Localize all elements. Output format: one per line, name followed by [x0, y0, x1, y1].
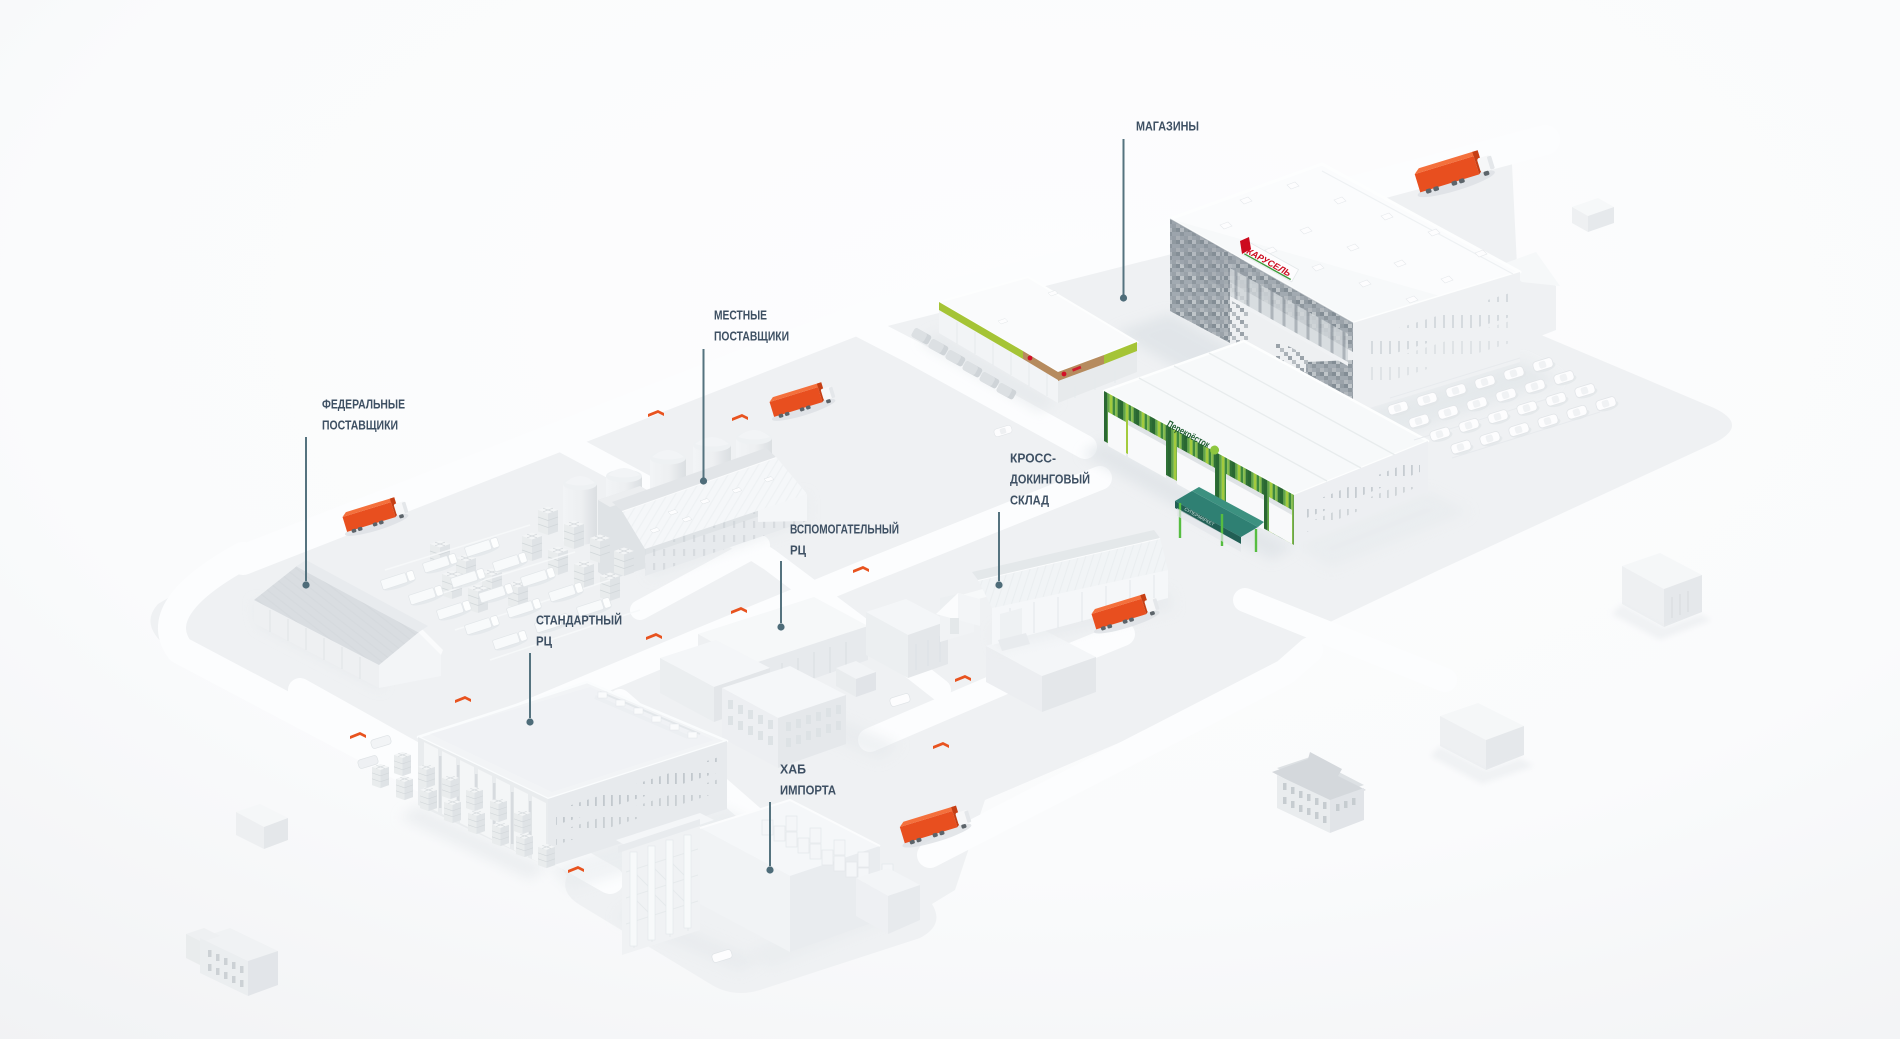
svg-text:ДОКИНГОВЫЙ: ДОКИНГОВЫЙ — [1010, 472, 1090, 487]
svg-text:ИМПОРТА: ИМПОРТА — [780, 784, 836, 798]
svg-text:МАГАЗИНЫ: МАГАЗИНЫ — [1136, 120, 1199, 134]
svg-text:СКЛАД: СКЛАД — [1010, 494, 1049, 508]
svg-text:ПОСТАВЩИКИ: ПОСТАВЩИКИ — [322, 419, 398, 433]
svg-text:СТАНДАРТНЫЙ: СТАНДАРТНЫЙ — [536, 613, 622, 628]
svg-text:ФЕДЕРАЛЬНЫЕ: ФЕДЕРАЛЬНЫЕ — [322, 398, 405, 412]
svg-text:ВСПОМОГАТЕЛЬНЫЙ: ВСПОМОГАТЕЛЬНЫЙ — [790, 522, 899, 537]
svg-text:КРОСС-: КРОСС- — [1010, 452, 1056, 466]
svg-text:ПОСТАВЩИКИ: ПОСТАВЩИКИ — [714, 330, 789, 344]
svg-text:МЕСТНЫЕ: МЕСТНЫЕ — [714, 309, 767, 323]
svg-text:ХАБ: ХАБ — [780, 763, 806, 777]
svg-text:РЦ: РЦ — [790, 544, 807, 558]
svg-text:РЦ: РЦ — [536, 635, 553, 649]
